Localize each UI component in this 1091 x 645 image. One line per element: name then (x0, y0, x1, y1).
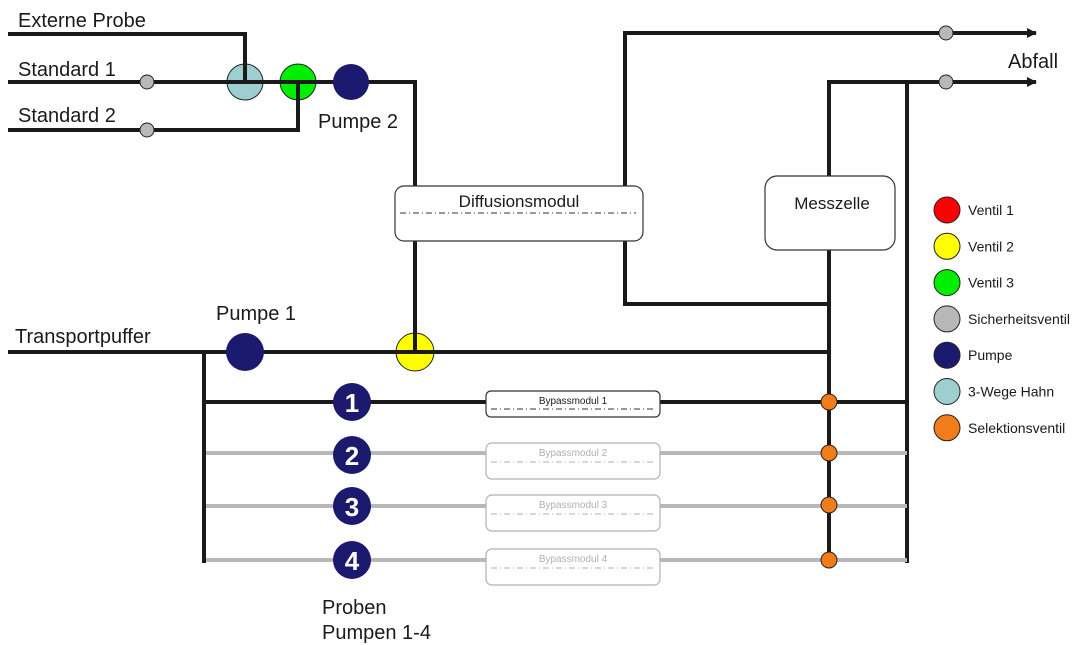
sample-pump-4: 4 (333, 541, 371, 579)
selection-valve-2-icon (820, 444, 838, 462)
diffusion-to-cell-pipe (623, 240, 829, 306)
sample-pump-2-number: 2 (345, 441, 359, 471)
selection-valve-3-icon (820, 496, 838, 514)
sample-pump-2: 2 (333, 436, 371, 474)
pumpe-1-icon (226, 333, 264, 371)
externe-probe-label: Externe Probe (18, 10, 146, 32)
bypassmodul-2: Bypassmodul 2 (485, 442, 661, 480)
diffusionsmodul: Diffusionsmodul (394, 185, 644, 242)
sample-pump-2-icon (333, 436, 371, 474)
standard-1-label: Standard 1 (18, 59, 116, 81)
pumpe-1-label: Pumpe 1 (216, 303, 296, 325)
standard-2-label: Standard 2 (18, 105, 116, 127)
abfall-label: Abfall (1008, 51, 1058, 73)
legend-label-1: Ventil 1 (968, 202, 1014, 218)
bypassmodul-3: Bypassmodul 3 (485, 494, 661, 532)
sample-pump-3-icon (333, 487, 371, 525)
sample-pump-4-number: 4 (345, 546, 360, 576)
pumpe-2-label: Pumpe 2 (318, 111, 398, 133)
sample-pump-4-icon (333, 541, 371, 579)
bypassmodul-3-label: Bypassmodul 3 (539, 500, 608, 511)
pumpen-1-4-label: Pumpen 1-4 (322, 622, 431, 644)
sample-pump-1-number: 1 (345, 388, 359, 418)
pumpe-2-icon (333, 64, 369, 100)
transportpuffer-label: Transportpuffer (15, 326, 151, 348)
legend-label-6: 3-Wege Hahn (968, 384, 1054, 400)
messzelle-label: Messzelle (794, 194, 870, 213)
selection-valve-4-icon (820, 551, 838, 569)
bypassmodul-1: Bypassmodul 1 (485, 390, 661, 418)
safety-valve-standard-1-icon (139, 74, 155, 90)
legend-swatch-3 (933, 269, 961, 297)
legend-label-5: Pumpe (968, 347, 1013, 363)
safety-valve-abfall-icon (938, 74, 954, 90)
legend-swatch-4 (933, 305, 961, 333)
legend-label-3: Ventil 3 (968, 275, 1014, 291)
legend-label-7: Selektionsventil (968, 420, 1065, 436)
messzelle: Messzelle (764, 175, 896, 251)
bypassmodul-4: Bypassmodul 4 (485, 548, 661, 586)
legend-label-2: Ventil 2 (968, 238, 1014, 254)
legend-swatch-1 (933, 196, 961, 224)
bypassmodul-4-label: Bypassmodul 4 (539, 554, 608, 565)
legend-swatch-7 (933, 414, 961, 442)
legend-swatch-5 (933, 341, 961, 369)
bypassmodul-2-label: Bypassmodul 2 (539, 448, 608, 459)
sample-pump-1-icon (333, 383, 371, 421)
legend-swatch-2 (933, 232, 961, 260)
legend: Ventil 1 Ventil 2 Ventil 3 Sicherheitsventi… (933, 196, 1070, 442)
proben-label: Proben (322, 597, 387, 619)
safety-valve-standard-2-icon (139, 122, 155, 138)
upper-waste-line (623, 28, 1037, 188)
bypassmodul-1-label: Bypassmodul 1 (539, 396, 608, 407)
legend-swatch-6 (933, 378, 961, 405)
safety-valve-upper-waste-icon (938, 25, 954, 41)
legend-label-4: Sicherheitsventil (968, 311, 1070, 327)
sample-pump-3-number: 3 (345, 492, 359, 522)
sample-pump-3: 3 (333, 487, 371, 525)
sample-pump-1: 1 (333, 383, 371, 421)
selection-valve-1-icon (820, 393, 838, 411)
diffusionsmodul-label: Diffusionsmodul (459, 192, 580, 211)
